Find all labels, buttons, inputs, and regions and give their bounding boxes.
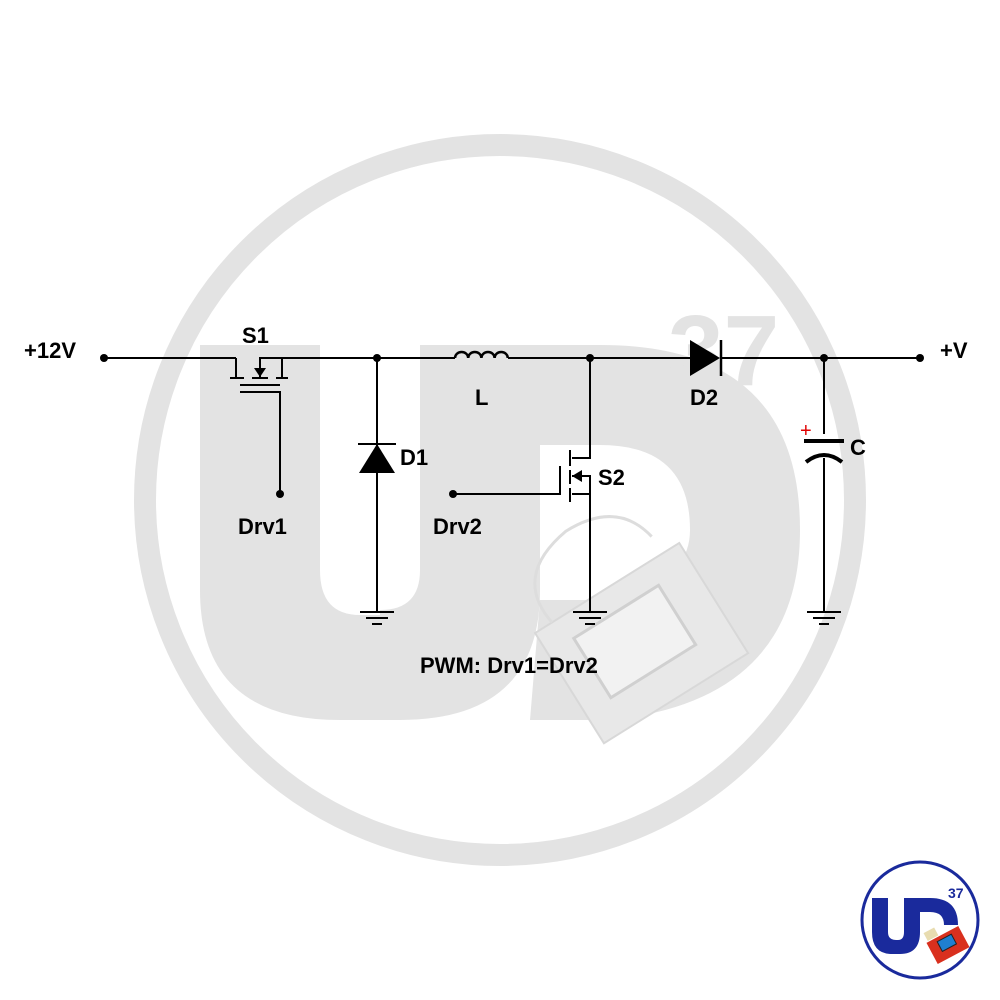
d1-label: D1 xyxy=(400,445,428,470)
logo-board-icon xyxy=(923,925,970,965)
s2-mosfet-symbol xyxy=(559,450,571,502)
logo-letter-d xyxy=(910,898,958,925)
watermark-ring xyxy=(134,134,866,866)
s2-arrow-icon xyxy=(572,470,582,482)
s2-label: S2 xyxy=(598,465,625,490)
d2-diode-symbol xyxy=(690,340,723,376)
s1-label: S1 xyxy=(242,323,269,348)
drv2-label: Drv2 xyxy=(433,514,482,539)
output-terminal-dot xyxy=(916,354,924,362)
watermark: 37 xyxy=(134,134,866,866)
ground-d1-icon xyxy=(360,611,394,625)
input-terminal-dot xyxy=(100,354,108,362)
watermark-letter-u xyxy=(200,345,540,720)
drv1-terminal-dot xyxy=(276,490,284,498)
inductor-l-symbol xyxy=(453,350,510,359)
output-voltage-label: +V xyxy=(940,338,968,363)
ground-s2-icon xyxy=(573,611,607,625)
junction-dots xyxy=(100,354,924,498)
input-voltage-label: +12V xyxy=(24,338,76,363)
logo-letter-u xyxy=(872,898,920,954)
drv2-terminal-dot xyxy=(449,490,457,498)
watermark-board xyxy=(533,515,750,745)
junction-c xyxy=(820,354,828,362)
wires xyxy=(104,357,920,612)
capacitor-c-symbol: + xyxy=(800,420,844,464)
d1-diode-symbol xyxy=(358,443,396,473)
capacitor-polarity-mark: + xyxy=(800,420,812,442)
ground-c-icon xyxy=(807,611,841,625)
drv1-label: Drv1 xyxy=(238,514,287,539)
pwm-note: PWM: Drv1=Drv2 xyxy=(420,653,598,678)
d2-label: D2 xyxy=(690,385,718,410)
logo-superscript: 37 xyxy=(948,885,964,901)
inductor-label: L xyxy=(475,385,488,410)
capacitor-label: C xyxy=(850,435,866,460)
junction-s2 xyxy=(586,354,594,362)
s1-arrow-icon xyxy=(254,368,266,377)
junction-d1 xyxy=(373,354,381,362)
s1-mosfet-symbol xyxy=(230,377,288,386)
brand-logo: 37 xyxy=(860,860,980,980)
watermark-superscript: 37 xyxy=(668,295,779,407)
